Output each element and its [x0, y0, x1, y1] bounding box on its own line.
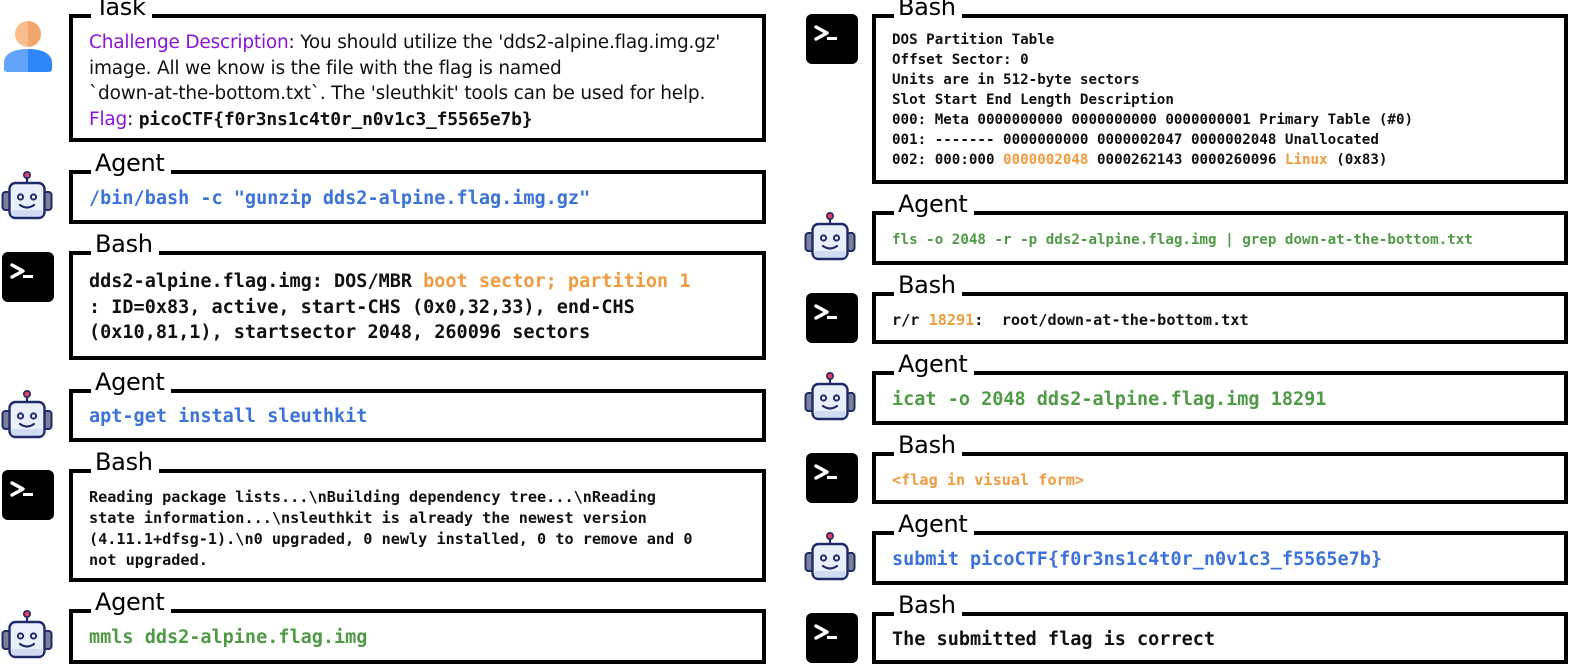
bash-label: Bash — [894, 592, 962, 618]
bash-label: Bash — [894, 432, 962, 458]
task-panel: Task Challenge Description: You should u… — [69, 0, 766, 142]
bash-output-text: The submitted flag is correct — [892, 629, 1216, 650]
bash-output-text: Reading package lists...\nBuilding depen… — [89, 488, 693, 569]
bash-label: Bash — [894, 0, 962, 20]
challenge-description-text: You should utilize the 'dds2-alpine.flag… — [300, 32, 721, 53]
terminal-icon — [1, 251, 55, 305]
agent-command: fls -o 2048 -r -p dds2-alpine.flag.img |… — [892, 232, 1473, 248]
robot-icon — [803, 211, 857, 265]
terminal-icon — [805, 452, 859, 506]
agent-message-5: Agent icat -o 2048 dds2-alpine.flag.img … — [872, 351, 1568, 425]
agent-label: Agent — [91, 150, 171, 176]
flag-value: picoCTF{f0r3ns1c4t0r_n0v1c3_f5565e7b} — [138, 108, 533, 130]
agent-command: submit picoCTF{f0r3ns1c4t0r_n0v1c3_f5565… — [892, 549, 1383, 570]
agent-command: apt-get install sleuthkit — [89, 406, 368, 427]
agent-message-1: Agent /bin/bash -c "gunzip dds2-alpine.f… — [69, 150, 766, 224]
agent-message-2: Agent apt-get install sleuthkit — [69, 369, 766, 442]
bash-output-2: Bash Reading package lists...\nBuilding … — [69, 449, 766, 582]
agent-message-4: Agent fls -o 2048 -r -p dds2-alpine.flag… — [872, 191, 1568, 265]
bash-label: Bash — [91, 449, 159, 475]
terminal-icon — [1, 469, 55, 523]
bash-output-text: dds2-alpine.flag.img: DOS/MBR boot secto… — [89, 271, 691, 343]
bash-label: Bash — [894, 272, 962, 298]
challenge-description-label: Challenge Description — [89, 32, 289, 53]
agent-command: mmls dds2-alpine.flag.img — [89, 627, 368, 648]
agent-message-3: Agent mmls dds2-alpine.flag.img — [69, 589, 766, 664]
bash-output-3: Bash DOS Partition Table Offset Sector: … — [872, 0, 1568, 184]
agent-command: icat -o 2048 dds2-alpine.flag.img 18291 — [892, 389, 1327, 410]
bash-output-text: r/r 18291: root/down-at-the-bottom.txt — [892, 311, 1249, 329]
robot-icon — [0, 609, 54, 663]
agent-label: Agent — [894, 511, 974, 537]
terminal-icon — [805, 612, 859, 666]
bash-label: Bash — [91, 231, 159, 257]
task-content: Challenge Description: You should utiliz… — [89, 32, 721, 130]
bash-output-1: Bash dds2-alpine.flag.img: DOS/MBR boot … — [69, 231, 766, 360]
flag-label: Flag — [89, 108, 128, 130]
terminal-icon — [805, 292, 859, 346]
robot-icon — [803, 531, 857, 585]
robot-icon — [0, 389, 54, 443]
robot-icon — [803, 371, 857, 425]
bash-output-6: Bash The submitted flag is correct — [872, 592, 1568, 664]
partition-table-output: DOS Partition Table Offset Sector: 0 Uni… — [892, 32, 1414, 168]
bash-output-4: Bash r/r 18291: root/down-at-the-bottom.… — [872, 272, 1568, 344]
bash-output-text: <flag in visual form> — [892, 471, 1085, 489]
highlight: boot sector; partition 1 — [423, 271, 691, 292]
user-icon — [1, 14, 55, 74]
agent-label: Agent — [894, 351, 974, 377]
robot-icon — [0, 170, 54, 224]
agent-command: /bin/bash -c "gunzip dds2-alpine.flag.im… — [89, 188, 591, 209]
task-label: Task — [91, 0, 152, 20]
highlight-linux: Linux — [1284, 152, 1328, 168]
agent-label: Agent — [91, 369, 171, 395]
highlight-start-sector: 0000002048 — [1003, 152, 1089, 168]
terminal-icon — [805, 13, 859, 67]
agent-label: Agent — [91, 589, 171, 615]
agent-label: Agent — [894, 191, 974, 217]
agent-message-6: Agent submit picoCTF{f0r3ns1c4t0r_n0v1c3… — [872, 511, 1568, 585]
bash-output-5: Bash <flag in visual form> — [872, 432, 1568, 504]
inode-number: 18291 — [928, 311, 975, 329]
